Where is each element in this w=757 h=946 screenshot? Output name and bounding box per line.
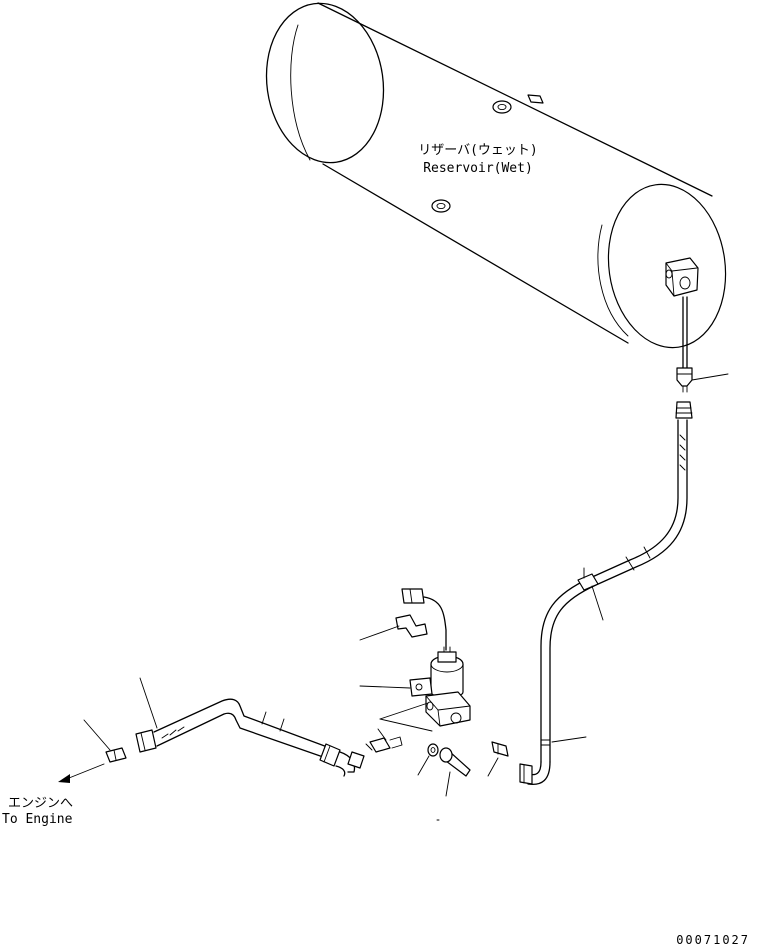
reservoir-tank <box>265 2 729 393</box>
to-engine-arrow <box>58 763 105 783</box>
engine-label-jp: エンジンへ <box>8 796 73 811</box>
right-hose <box>519 401 693 786</box>
drawing-number: 00071027 <box>676 933 750 946</box>
valve-assembly <box>359 588 471 732</box>
reservoir-label-jp: リザーバ(ウェット) <box>418 143 538 158</box>
small-parts <box>365 728 509 821</box>
engine-label-en: To Engine <box>2 812 73 827</box>
left-hose <box>83 677 365 777</box>
reservoir-label-en: Reservoir(Wet) <box>423 161 533 176</box>
